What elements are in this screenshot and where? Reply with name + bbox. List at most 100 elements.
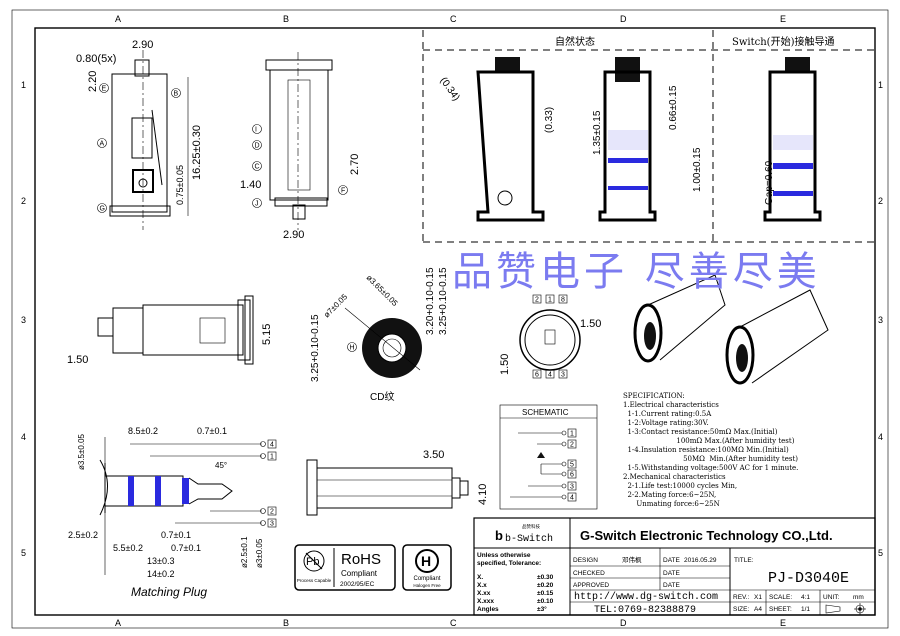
face-note: CD纹	[370, 390, 394, 403]
spec-line: 2.Mechanical characteristics	[623, 473, 726, 481]
dim-label: 1.50	[67, 354, 88, 366]
pin-label: 1	[570, 431, 574, 438]
pin-label: 4	[570, 495, 574, 502]
size-label: SIZE:	[733, 606, 749, 613]
checked-label: CHECKED	[573, 570, 605, 577]
design-label: DESIGN	[573, 557, 598, 564]
sheet-border	[11, 9, 889, 629]
dim-label: 1.40	[240, 179, 261, 191]
scale-value: 4:1	[801, 594, 810, 601]
title-label: TITLE:	[734, 557, 754, 564]
tolerance-header: specified, Tolerance:	[477, 560, 541, 567]
tolerance-header: Unless otherwise	[477, 552, 531, 559]
tolerance-key: X.xx	[477, 590, 491, 597]
col-label: D	[620, 618, 627, 628]
tolerance-key: Angles	[477, 606, 499, 613]
row-label: 5	[878, 548, 883, 558]
callout: B	[174, 91, 179, 98]
dim-label: 13±0.3	[147, 556, 174, 566]
pinout-view: 2 1 8 6 4 3 1.50 1.50	[499, 294, 601, 379]
pin-label: 3	[570, 484, 574, 491]
callout: C	[255, 164, 260, 171]
sheet-label: SHEET:	[769, 606, 792, 613]
dim-label: 16.25±0.30	[191, 125, 203, 180]
drawing-frame	[34, 27, 876, 616]
design-date: 2016.05.29	[684, 557, 717, 564]
tolerance-value: ±3°	[537, 605, 547, 613]
dim-label: 2.90	[283, 229, 304, 241]
spec-title: SPECIFICATION:	[623, 392, 685, 400]
projection-symbol-icon	[825, 603, 866, 615]
schematic-title: SCHEMATIC	[522, 408, 569, 417]
pin-label: 3	[270, 521, 274, 528]
dim-label: ø3.65±0.05	[365, 273, 400, 308]
pin-label: 2	[535, 297, 539, 304]
pin-label: 8	[561, 297, 565, 304]
dim-label: (0.34)	[438, 75, 462, 103]
dim-label: 0.75±0.05	[175, 165, 185, 205]
halogen-text2: Halogen Free	[413, 583, 441, 588]
pin-label: 1	[548, 297, 552, 304]
row-label: 4	[21, 432, 26, 442]
watermark: 品赞电子 尽善尽美	[452, 249, 821, 295]
callout: G	[100, 206, 105, 213]
spec-line: 1-2:Voltage rating:30V.	[623, 419, 709, 427]
dim-label: 45°	[215, 461, 227, 470]
pin-label: 2	[270, 509, 274, 516]
rev-value: X1	[754, 594, 762, 601]
callout: J	[255, 201, 259, 208]
row-label: 4	[878, 432, 883, 442]
callout: D	[255, 143, 260, 150]
dim-label: 2.90	[132, 39, 153, 51]
tolerance-value: ±0.30	[537, 574, 554, 581]
pin-label: 6	[570, 472, 574, 479]
date-label: DATE	[663, 570, 681, 577]
col-label: D	[620, 14, 627, 24]
pb-symbol: Pb	[306, 556, 319, 568]
pb-text: Process Capable	[297, 578, 332, 583]
unit-label: UNIT:	[823, 594, 839, 601]
isometric-views	[633, 274, 829, 385]
dim-label: 4.10	[477, 484, 489, 505]
top-view: 1.50 5.15	[67, 295, 273, 366]
dim-label: 5.5±0.2	[113, 543, 143, 553]
col-label: B	[283, 14, 289, 24]
date-label: DATE	[663, 557, 681, 564]
rohs-line1: Compliant	[341, 569, 378, 578]
col-label: E	[780, 618, 786, 628]
company-logo: b-Switch	[505, 533, 553, 545]
dim-label: 2.20	[87, 71, 99, 92]
specification: SPECIFICATION: 1.Electrical characterist…	[623, 392, 798, 508]
company-name: G-Switch Electronic Technology CO.,Ltd.	[580, 528, 833, 543]
pin-label: 1	[270, 454, 274, 461]
row-label: 2	[878, 196, 883, 206]
grid-labels: A B C D E A B C D E 1 2 3 4 5 1 2 3 4 5	[21, 14, 883, 628]
switch-state-heading: Switch(开始)接触导通	[732, 35, 834, 48]
dim-label: 0.7±0.1	[197, 426, 227, 436]
dim-label: 8.5±0.2	[128, 426, 158, 436]
dim-label: 3.50	[423, 449, 444, 461]
dim-label: 2.5±0.2	[68, 530, 98, 540]
dim-label: 1.50	[580, 318, 601, 330]
designer: 邓伟枫	[622, 555, 642, 564]
bottom-side-view: 3.50 4.10	[306, 449, 489, 516]
callout: I	[255, 127, 257, 134]
website-url: http://www.dg-switch.com	[574, 591, 718, 603]
matching-plug: ø3.5±0.05 8.5±0.2 0.7±0.1 45° 2.5±0.2 0.…	[68, 426, 277, 599]
approved-label: APPROVED	[573, 582, 609, 589]
face-view: ø7±0.05 ø3.65±0.05 3.20+0.10-0.15 3.25+0…	[310, 267, 449, 403]
rev-label: REV.:	[733, 594, 750, 601]
pin-label: 6	[535, 372, 539, 379]
spec-line: 1-1.Current rating:0.5A	[623, 410, 712, 418]
tolerance-value: ±0.15	[537, 590, 554, 597]
telephone: TEL:0769-82388879	[594, 605, 696, 616]
spec-line: 1-3:Contact resistance:50mΩ Max.(Initial…	[623, 428, 778, 436]
row-label: 3	[21, 315, 26, 325]
size-value: A4	[754, 606, 762, 613]
pin-label: 5	[570, 462, 574, 469]
spec-line: 100mΩ Max.(After humidity test)	[623, 437, 795, 445]
part-number: PJ-D3040E	[768, 570, 849, 587]
halogen-text1: Compliant	[413, 576, 440, 582]
halogen-symbol: H	[421, 553, 431, 569]
row-label: 3	[878, 315, 883, 325]
